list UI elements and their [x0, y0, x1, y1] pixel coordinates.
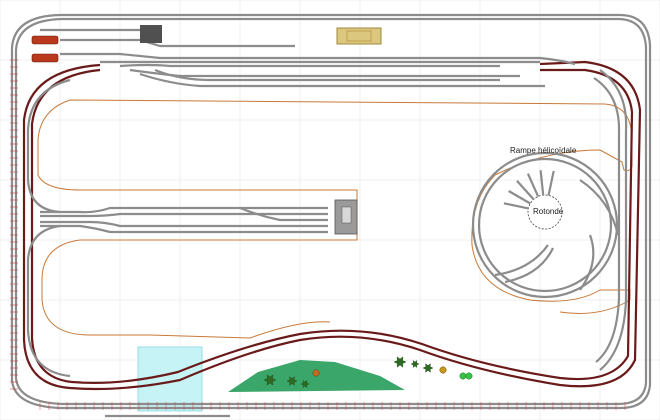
helix-exit-tracks [494, 179, 620, 291]
station-building-icon [336, 27, 382, 45]
wagons [31, 35, 59, 63]
inner-loop-left [26, 78, 71, 214]
outer-loop-rail-b [14, 17, 648, 406]
roundhouse-tracks [503, 170, 555, 210]
tree-icon [300, 380, 310, 388]
middle-yard-track-2 [40, 212, 328, 218]
helix-exit-4 [579, 234, 595, 291]
roundhouse-stall-track [516, 180, 535, 201]
outer-loop-track [10, 13, 652, 410]
outer-loop-rail-a [10, 13, 652, 410]
upper-yard-track-1 [60, 38, 295, 48]
helix-ring-inner [477, 157, 613, 293]
wagon-icon [31, 53, 59, 63]
middle-yard-track-3 [40, 220, 328, 228]
middle-yard-track-5 [239, 206, 328, 222]
inner-tracks [26, 69, 628, 378]
tree-icon [439, 366, 447, 374]
roundhouse-stall-track [539, 170, 545, 196]
upper-yard-track-5 [129, 68, 520, 78]
upper-yard-track-2 [60, 52, 576, 66]
tree-icon [465, 372, 473, 380]
roundhouse-stall-track [503, 202, 529, 210]
inner-loop-right [599, 69, 628, 371]
upper-yard-track-6 [139, 72, 545, 88]
engine-shed-icon [140, 25, 162, 43]
goods-shed-icon [334, 199, 358, 235]
helix-exit-3 [504, 247, 554, 284]
tree-icon [312, 369, 320, 377]
wagon-icon [31, 35, 59, 45]
upper-yard-track-7 [154, 68, 500, 82]
tree-icon [393, 356, 407, 368]
inner-loop-right-b [593, 77, 621, 363]
helix-label: Rampe hélicoïdale [510, 146, 577, 155]
middle-yard [40, 206, 328, 234]
helix-ring-outer [471, 151, 619, 299]
main-line-outer [22, 60, 642, 391]
tree-icon [286, 376, 298, 386]
middle-yard-track-1 [40, 206, 328, 214]
roundhouse-stall-track [526, 173, 540, 197]
roundhouse-stall-track [547, 170, 555, 196]
turntable-icon [527, 194, 563, 230]
inner-loop-left-lower [26, 224, 71, 378]
middle-yard-track-4 [40, 224, 328, 234]
helix-exit-2 [494, 244, 549, 277]
tree-icon [422, 363, 434, 373]
roundhouse-stall-track [508, 190, 531, 205]
trees [263, 356, 473, 388]
tree-icon [459, 372, 467, 380]
turntable-label: Rotonde [533, 207, 564, 216]
helix-exit-1 [579, 179, 620, 236]
upper-yard-track-4 [119, 63, 500, 68]
tree-icon [263, 374, 277, 386]
helix-ramp [471, 151, 619, 299]
tree-icon [410, 360, 420, 368]
